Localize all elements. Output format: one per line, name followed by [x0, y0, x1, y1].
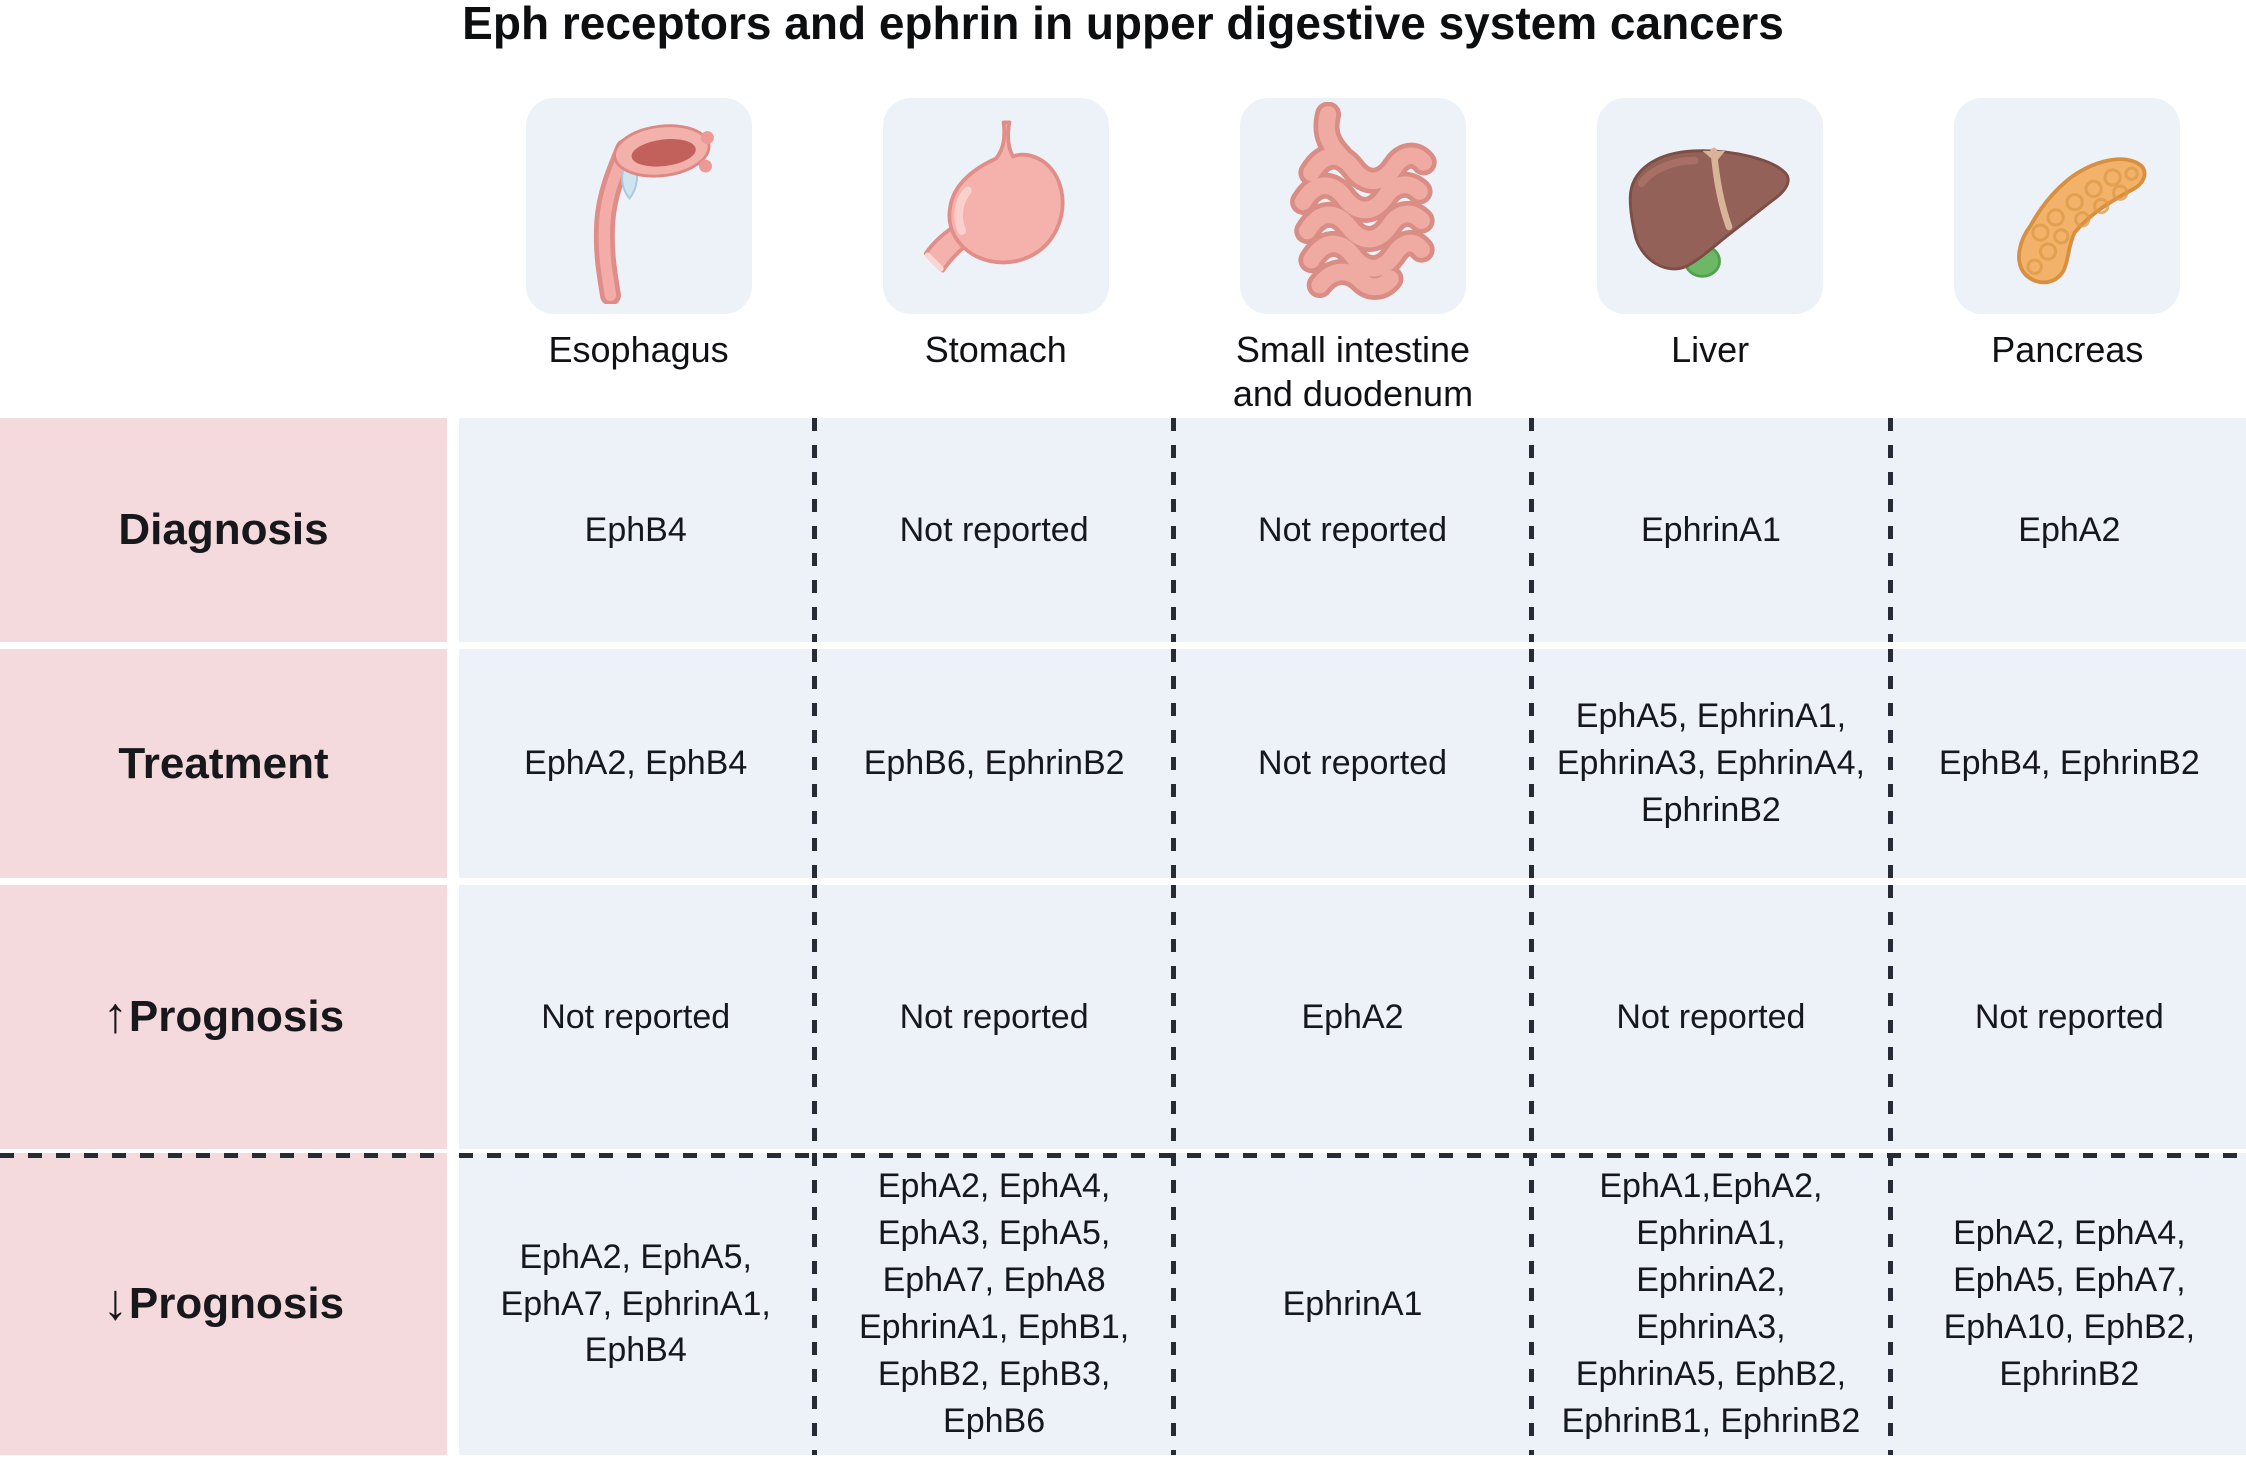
- dashed-column-divider: [1529, 649, 1535, 878]
- row-header-label: Prognosis: [128, 992, 345, 1041]
- organ-label-liver: Liver: [1671, 329, 1750, 370]
- small-intestine-icon: [1239, 98, 1466, 314]
- dashed-column-divider: [812, 885, 818, 1149]
- pancreas-icon: [1954, 98, 2181, 314]
- cell-down-prognosis-liver: EphA1,EphA2, EphrinA1, EphrinA2, EphrinA…: [1534, 1153, 1888, 1455]
- row-header-up-prognosis: ↑ Prognosis: [0, 885, 447, 1149]
- dashed-column-divider: [1529, 418, 1535, 642]
- cell-down-prognosis-stomach: EphA2, EphA4, EphA3, EphA5, EphA7, EphA8…: [817, 1153, 1171, 1455]
- cell-down-prognosis-pancreas: EphA2, EphA4, EphA5, EphA7, EphA10, EphB…: [1892, 1153, 2246, 1455]
- organ-column-pancreas: Pancreas: [1889, 98, 2246, 416]
- dashed-column-divider: [812, 649, 818, 878]
- row-header-treatment: Treatment: [0, 649, 447, 878]
- cell-down-prognosis-small-intestine: EphrinA1: [1175, 1153, 1530, 1455]
- cell-up-prognosis-esophagus: Not reported: [459, 885, 813, 1149]
- organ-column-small-intestine: Small intestine and duodenum: [1174, 98, 1531, 416]
- cell-diagnosis-esophagus: EphB4: [459, 418, 813, 642]
- cell-up-prognosis-pancreas: Not reported: [1892, 885, 2246, 1149]
- dashed-column-divider: [1887, 418, 1893, 642]
- cell-treatment-pancreas: EphB4, EphrinB2: [1892, 649, 2246, 878]
- dashed-column-divider: [1170, 885, 1176, 1149]
- stomach-icon: [882, 98, 1109, 314]
- organ-column-esophagus: Esophagus: [460, 98, 817, 416]
- column-gap: [447, 885, 459, 1149]
- cell-diagnosis-liver: EphrinA1: [1534, 418, 1888, 642]
- cell-up-prognosis-stomach: Not reported: [817, 885, 1171, 1149]
- organ-label-esophagus: Esophagus: [548, 329, 729, 370]
- dashed-column-divider: [812, 1153, 818, 1455]
- organ-header-row: Esophagus Stomach: [460, 98, 2246, 416]
- cell-up-prognosis-small-intestine: EphA2: [1175, 885, 1530, 1149]
- cell-up-prognosis-liver: Not reported: [1534, 885, 1888, 1149]
- column-gap: [447, 418, 459, 642]
- row-header-label: Treatment: [118, 738, 329, 788]
- cell-treatment-small-intestine: Not reported: [1175, 649, 1530, 878]
- down-arrow-icon: ↓: [102, 1274, 128, 1330]
- row-header-label: Diagnosis: [118, 505, 329, 554]
- table-row-up-prognosis: ↑ Prognosis Not reported Not reported Ep…: [0, 885, 2246, 1149]
- organ-label-stomach: Stomach: [924, 329, 1067, 370]
- liver-icon: [1597, 98, 1824, 314]
- data-table: Diagnosis EphB4 Not reported Not reporte…: [0, 418, 2246, 1455]
- dashed-column-divider: [1887, 649, 1893, 878]
- organ-column-stomach: Stomach: [817, 98, 1174, 416]
- up-arrow-icon: ↑: [102, 987, 128, 1043]
- column-gap: [447, 649, 459, 878]
- organ-label-small-intestine: Small intestine and duodenum: [1232, 329, 1474, 414]
- dashed-column-divider: [1170, 418, 1176, 642]
- dashed-column-divider: [1529, 885, 1535, 1149]
- cell-diagnosis-stomach: Not reported: [817, 418, 1171, 642]
- organ-column-liver: Liver: [1532, 98, 1889, 416]
- cell-diagnosis-small-intestine: Not reported: [1175, 418, 1530, 642]
- cell-treatment-esophagus: EphA2, EphB4: [459, 649, 813, 878]
- row-header-down-prognosis: ↓ Prognosis: [0, 1153, 447, 1455]
- dashed-column-divider: [812, 418, 818, 642]
- dashed-column-divider: [1887, 885, 1893, 1149]
- dashed-column-divider: [1170, 1153, 1176, 1455]
- column-gap: [447, 1153, 459, 1455]
- table-row-treatment: Treatment EphA2, EphB4 EphB6, EphrinB2 N…: [0, 649, 2246, 878]
- cell-down-prognosis-esophagus: EphA2, EphA5, EphA7, EphrinA1, EphB4: [459, 1153, 813, 1455]
- cell-treatment-liver: EphA5, EphrinA1, EphrinA3, EphrinA4, Eph…: [1534, 649, 1888, 878]
- table-row-diagnosis: Diagnosis EphB4 Not reported Not reporte…: [0, 418, 2246, 642]
- dashed-column-divider: [1170, 649, 1176, 878]
- dashed-column-divider: [1529, 1153, 1535, 1455]
- cell-treatment-stomach: EphB6, EphrinB2: [817, 649, 1171, 878]
- row-header-diagnosis: Diagnosis: [0, 418, 447, 642]
- dashed-column-divider: [1887, 1153, 1893, 1455]
- organ-label-pancreas: Pancreas: [1991, 329, 2144, 370]
- cell-diagnosis-pancreas: EphA2: [1892, 418, 2246, 642]
- figure-title: Eph receptors and ephrin in upper digest…: [462, 0, 1784, 49]
- esophagus-icon: [525, 98, 752, 314]
- dashed-row-divider: [459, 1153, 2246, 1158]
- table-row-down-prognosis: ↓ Prognosis EphA2, EphA5, EphA7, EphrinA…: [0, 1153, 2246, 1455]
- row-header-label: Prognosis: [128, 1279, 345, 1328]
- dashed-row-divider: [0, 1153, 447, 1158]
